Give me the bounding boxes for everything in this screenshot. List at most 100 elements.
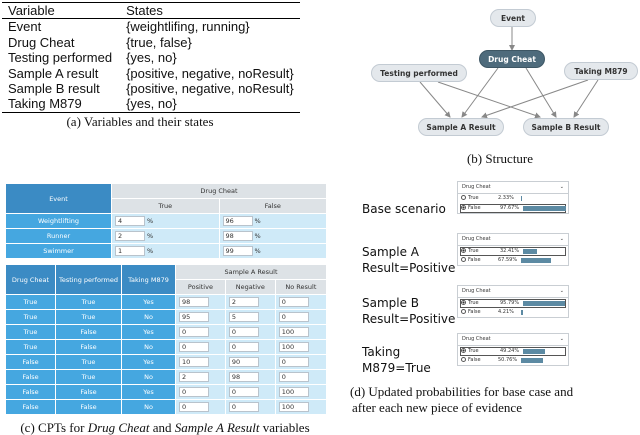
cpt2-condition: True [55, 369, 122, 385]
probability-input[interactable]: 1 [115, 246, 145, 256]
state-label: False [468, 357, 481, 363]
probability-input[interactable]: 4 [115, 216, 145, 226]
probability-input[interactable]: 0 [179, 387, 209, 397]
state-probability: 67.59% [498, 257, 518, 263]
state-probability: 97.67% [500, 205, 520, 211]
probability-input[interactable]: 2 [228, 297, 259, 307]
probability-input[interactable]: 0 [179, 327, 209, 337]
chevron-down-icon[interactable]: ⌄ [559, 288, 564, 294]
probability-input[interactable]: 98 [179, 297, 209, 307]
probability-input[interactable]: 98 [222, 231, 253, 241]
probability-input[interactable]: 100 [278, 402, 309, 412]
caption-c-prefix: (c) CPTs for [20, 420, 88, 435]
scenario-label-line: Taking [362, 345, 401, 359]
percent-sign: % [147, 232, 154, 240]
variable-states: {true, false} [126, 34, 192, 50]
probability-input[interactable]: 100 [278, 387, 309, 397]
probability-input[interactable]: 90 [228, 357, 259, 367]
probability-input[interactable]: 0 [278, 372, 309, 382]
probability-input[interactable]: 0 [228, 387, 259, 397]
scenario-label-line: Sample A [362, 245, 420, 259]
cpt2-condition: True [5, 294, 56, 310]
cpt1-group-header: Drug Cheat [111, 183, 327, 199]
monitor-header[interactable]: Drug Cheat⌄ [458, 286, 568, 298]
probability-bar [521, 196, 523, 201]
caption-c-var1: Drug Cheat [87, 420, 150, 435]
cpt2-condition: False [5, 354, 56, 370]
cpt2-condition: False [5, 384, 56, 400]
probability-input[interactable]: 0 [278, 312, 309, 322]
probability-input[interactable]: 10 [179, 357, 209, 367]
probability-input[interactable]: 5 [228, 312, 259, 322]
node-testing-performed: Testing performed [371, 64, 467, 82]
probability-input[interactable]: 100 [278, 327, 309, 337]
probability-input[interactable]: 96 [222, 216, 253, 226]
radio-icon[interactable] [461, 205, 466, 210]
header-variable: Variable [2, 1, 119, 20]
cpt2-condition: False [55, 339, 122, 355]
cpt2-condition: No [121, 339, 176, 355]
radio-icon[interactable] [461, 309, 466, 314]
node-taking-m879: Taking M879 [564, 62, 638, 80]
probability-input[interactable]: 98 [228, 372, 259, 382]
cpt1-row-label: Weightlifting [5, 213, 112, 229]
percent-sign: % [254, 247, 261, 255]
radio-icon[interactable] [461, 300, 466, 305]
edge-taking-samplea [481, 79, 589, 119]
caption-c-var2: Sample A Result [174, 420, 260, 435]
probability-input[interactable]: 0 [278, 297, 309, 307]
monitor-header[interactable]: Drug Cheat⌄ [458, 334, 568, 346]
probability-input[interactable]: 2 [179, 372, 209, 382]
probability-input[interactable]: 0 [278, 357, 309, 367]
monitor-header[interactable]: Drug Cheat⌄ [458, 182, 568, 194]
chevron-down-icon[interactable]: ⌄ [559, 184, 564, 190]
structure-diagram: Event Drug Cheat Testing performed Takin… [360, 0, 640, 170]
edge-testing-sampleb [437, 81, 541, 119]
state-label: True [468, 348, 479, 354]
edges [419, 27, 599, 119]
state-label: True [468, 195, 479, 201]
radio-icon[interactable] [461, 348, 466, 353]
radio-icon[interactable] [461, 195, 466, 200]
cpt2-head-drug-cheat: Drug Cheat [5, 264, 56, 295]
probability-input[interactable]: 0 [228, 402, 259, 412]
chevron-down-icon[interactable]: ⌄ [559, 236, 564, 242]
monitor-header[interactable]: Drug Cheat⌄ [458, 234, 568, 246]
probability-input[interactable]: 100 [278, 342, 309, 352]
cpt2-condition: True [5, 339, 56, 355]
radio-icon[interactable] [461, 357, 466, 362]
probability-input[interactable]: 0 [228, 342, 259, 352]
cpt2-condition: True [5, 324, 56, 340]
table-row: Drug Cheat{true, false} [2, 35, 300, 50]
cpt2-condition: True [55, 309, 122, 325]
probability-input[interactable]: 0 [179, 342, 209, 352]
radio-icon[interactable] [461, 248, 466, 253]
probability-input[interactable]: 2 [115, 231, 145, 241]
probability-input[interactable]: 99 [222, 246, 253, 256]
chevron-down-icon[interactable]: ⌄ [559, 336, 564, 342]
scenario-label: Base scenario [362, 201, 446, 217]
cpt2-condition: No [121, 369, 176, 385]
table-row: Taking M879{yes, no} [2, 96, 300, 113]
probability-input[interactable]: 0 [228, 327, 259, 337]
radio-icon[interactable] [461, 257, 466, 262]
probability-input[interactable]: 95 [179, 312, 209, 322]
node-sample-a-result: Sample A Result [418, 118, 504, 136]
cpt2-condition: True [55, 294, 122, 310]
cpt1-corner: Event [5, 183, 112, 214]
variable-states: {yes, no} [126, 50, 177, 66]
probability-input[interactable]: 0 [179, 402, 209, 412]
